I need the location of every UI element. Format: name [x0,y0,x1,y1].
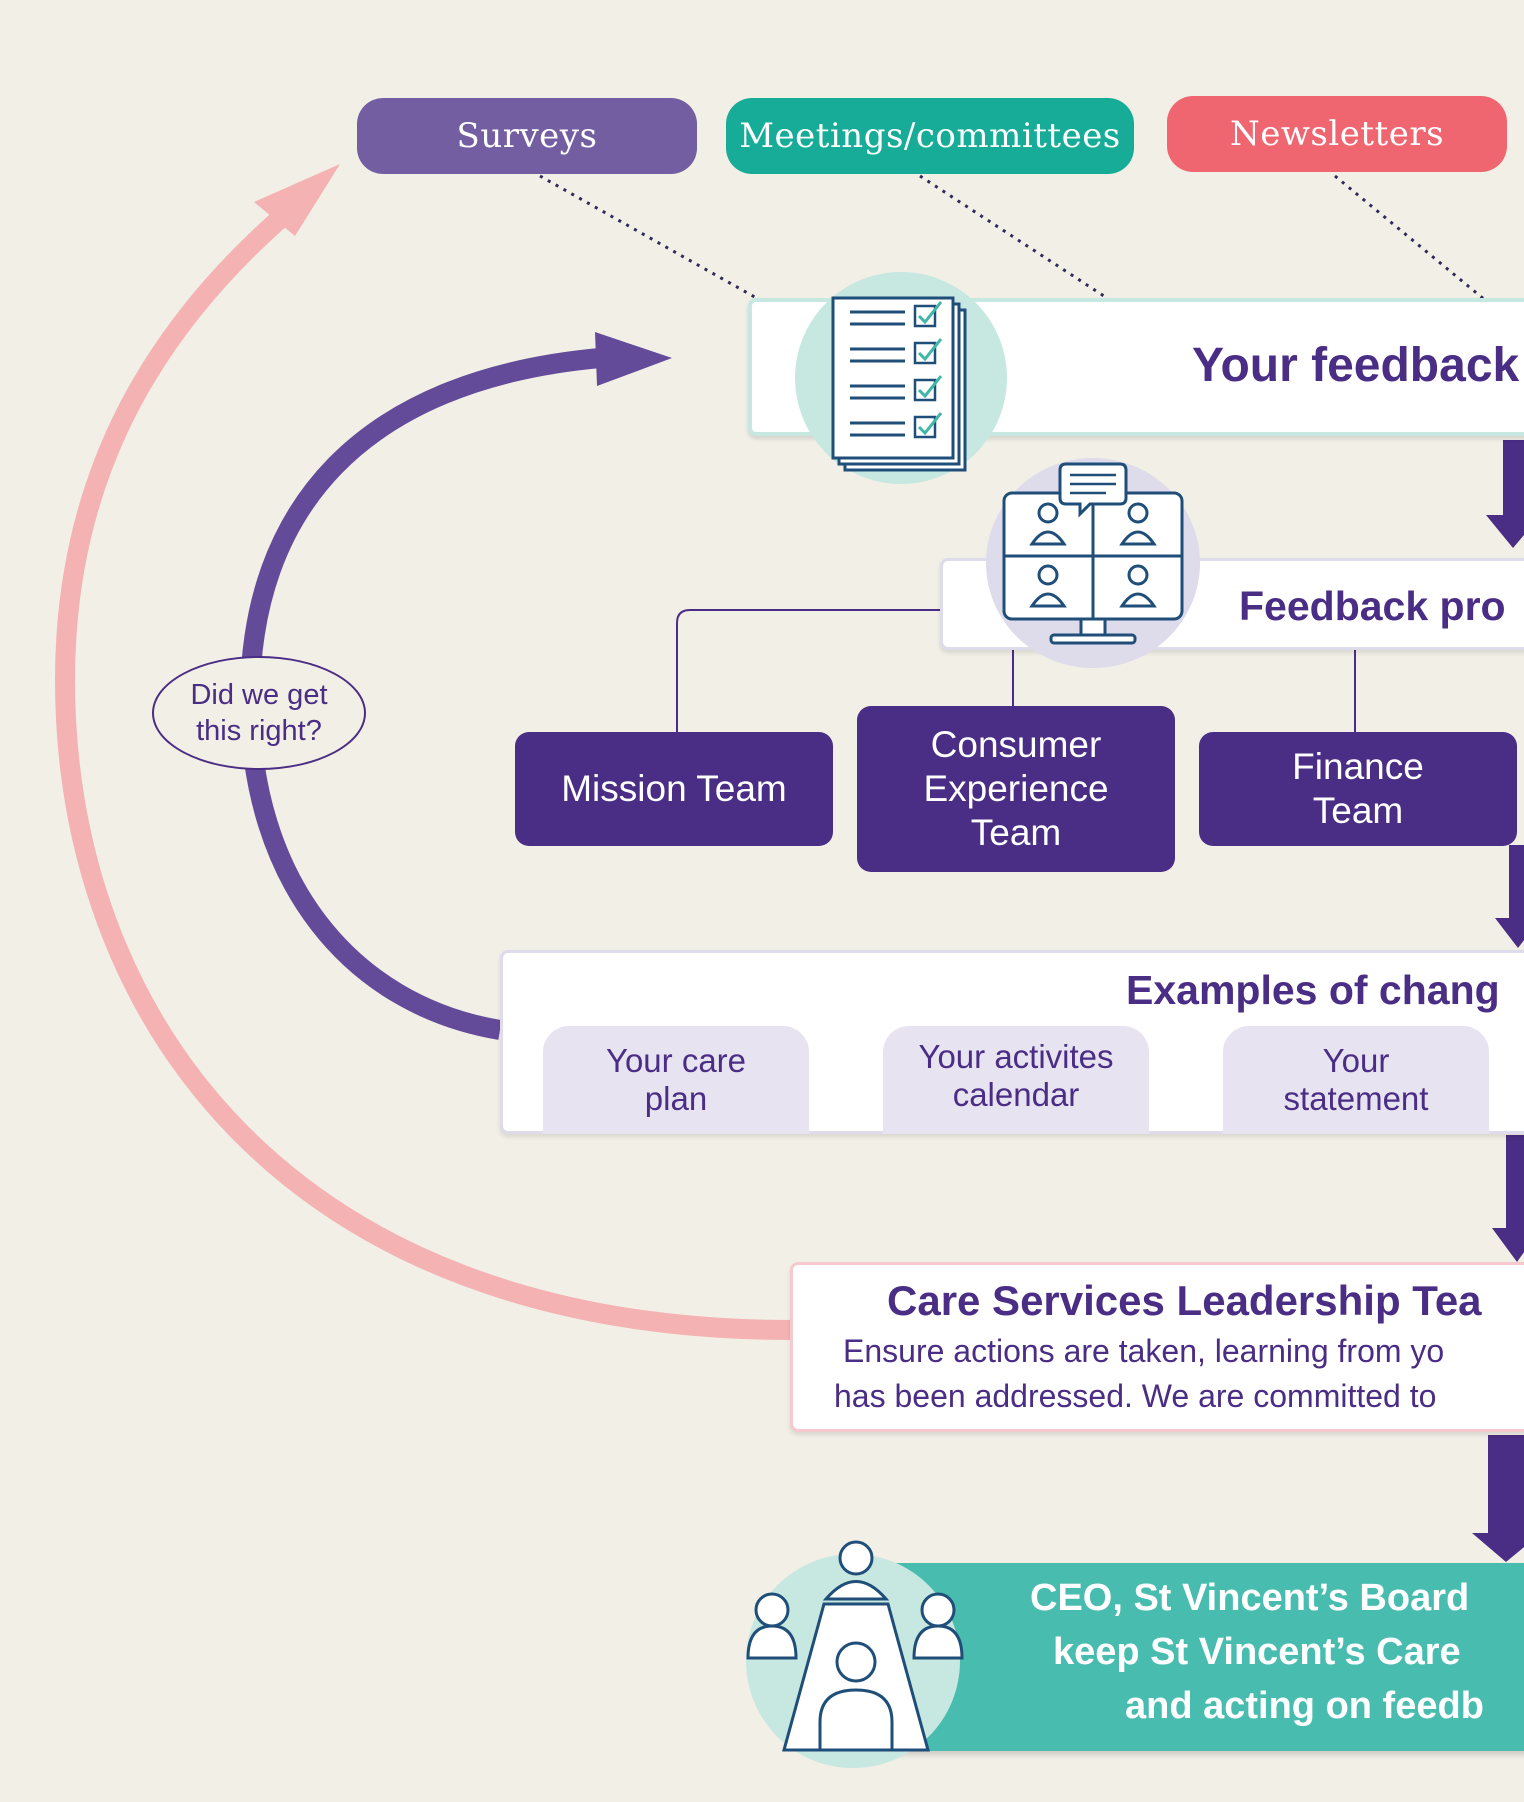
down-arrow-4 [1472,1435,1524,1562]
down-arrow-3 [1492,1135,1524,1262]
tag-care-plan: Your care plan [543,1026,809,1134]
mission-team-box: Mission Team [515,732,833,846]
checklist-icon [831,296,967,472]
newsletters-connector [1334,174,1486,302]
newsletters-label: Newsletters [1229,114,1445,154]
loop-callout: Did we get this right? [152,656,366,770]
pink-loop-arrow [54,202,793,1340]
down-arrow-1 [1486,440,1524,548]
surveys-label: Surveys [456,116,598,156]
down-arrow-2 [1495,845,1524,948]
consumer-team-label: Consumer Experience Team [923,724,1109,853]
consumer-team-box: Consumer Experience Team [857,706,1175,872]
feedback-icon-circle [795,272,1007,484]
newsletters-pill: Newsletters [1167,96,1507,172]
ceo-line-3: and acting on feedb [1125,1685,1484,1727]
meetings-label: Meetings/committees [739,116,1121,156]
changes-box: Examples of chang Your care plan Your ac… [500,950,1524,1134]
process-icon-circle [986,458,1200,668]
finance-team-box: Finance Team [1199,732,1517,846]
video-meeting-icon [1002,462,1184,645]
purple-arrowhead [595,332,672,386]
mission-team-label: Mission Team [561,768,787,809]
feedback-box: Your feedback [748,298,1524,436]
leadership-box: Care Services Leadership Tea Ensure acti… [790,1262,1524,1432]
changes-box-title: Examples of chang [1126,967,1500,1013]
surveys-pill: Surveys [357,98,697,174]
surveys-connector [539,174,761,302]
tag-activities-label: Your activites calendar [918,1038,1114,1113]
tag-statement: Your statement [1223,1026,1489,1134]
finance-team-label: Finance Team [1292,746,1424,831]
leadership-line-1: Ensure actions are taken, learning from … [843,1333,1445,1369]
meetings-connector [919,174,1111,302]
leadership-line-2: has been addressed. We are committed to [834,1378,1437,1414]
process-box-title: Feedback pro [1239,583,1506,629]
loop-callout-text: Did we get this right? [190,679,328,747]
tag-care-plan-label: Your care plan [605,1042,747,1117]
ceo-line-2: keep St Vincent’s Care [1053,1631,1461,1673]
meetings-pill: Meetings/committees [726,98,1134,174]
feedback-box-title: Your feedback [1192,339,1520,392]
pink-arrowhead [254,164,340,236]
mission-connector [676,609,940,735]
boardroom-meeting-icon [746,1540,964,1752]
tag-statement-label: Your statement [1283,1042,1429,1117]
tag-activities: Your activites calendar [883,1026,1149,1134]
ceo-line-1: CEO, St Vincent’s Board [1030,1577,1470,1619]
ceo-box: CEO, St Vincent’s Board keep St Vincent’… [870,1563,1524,1751]
leadership-box-title: Care Services Leadership Tea [887,1277,1482,1324]
ceo-icon-circle [746,1540,964,1768]
